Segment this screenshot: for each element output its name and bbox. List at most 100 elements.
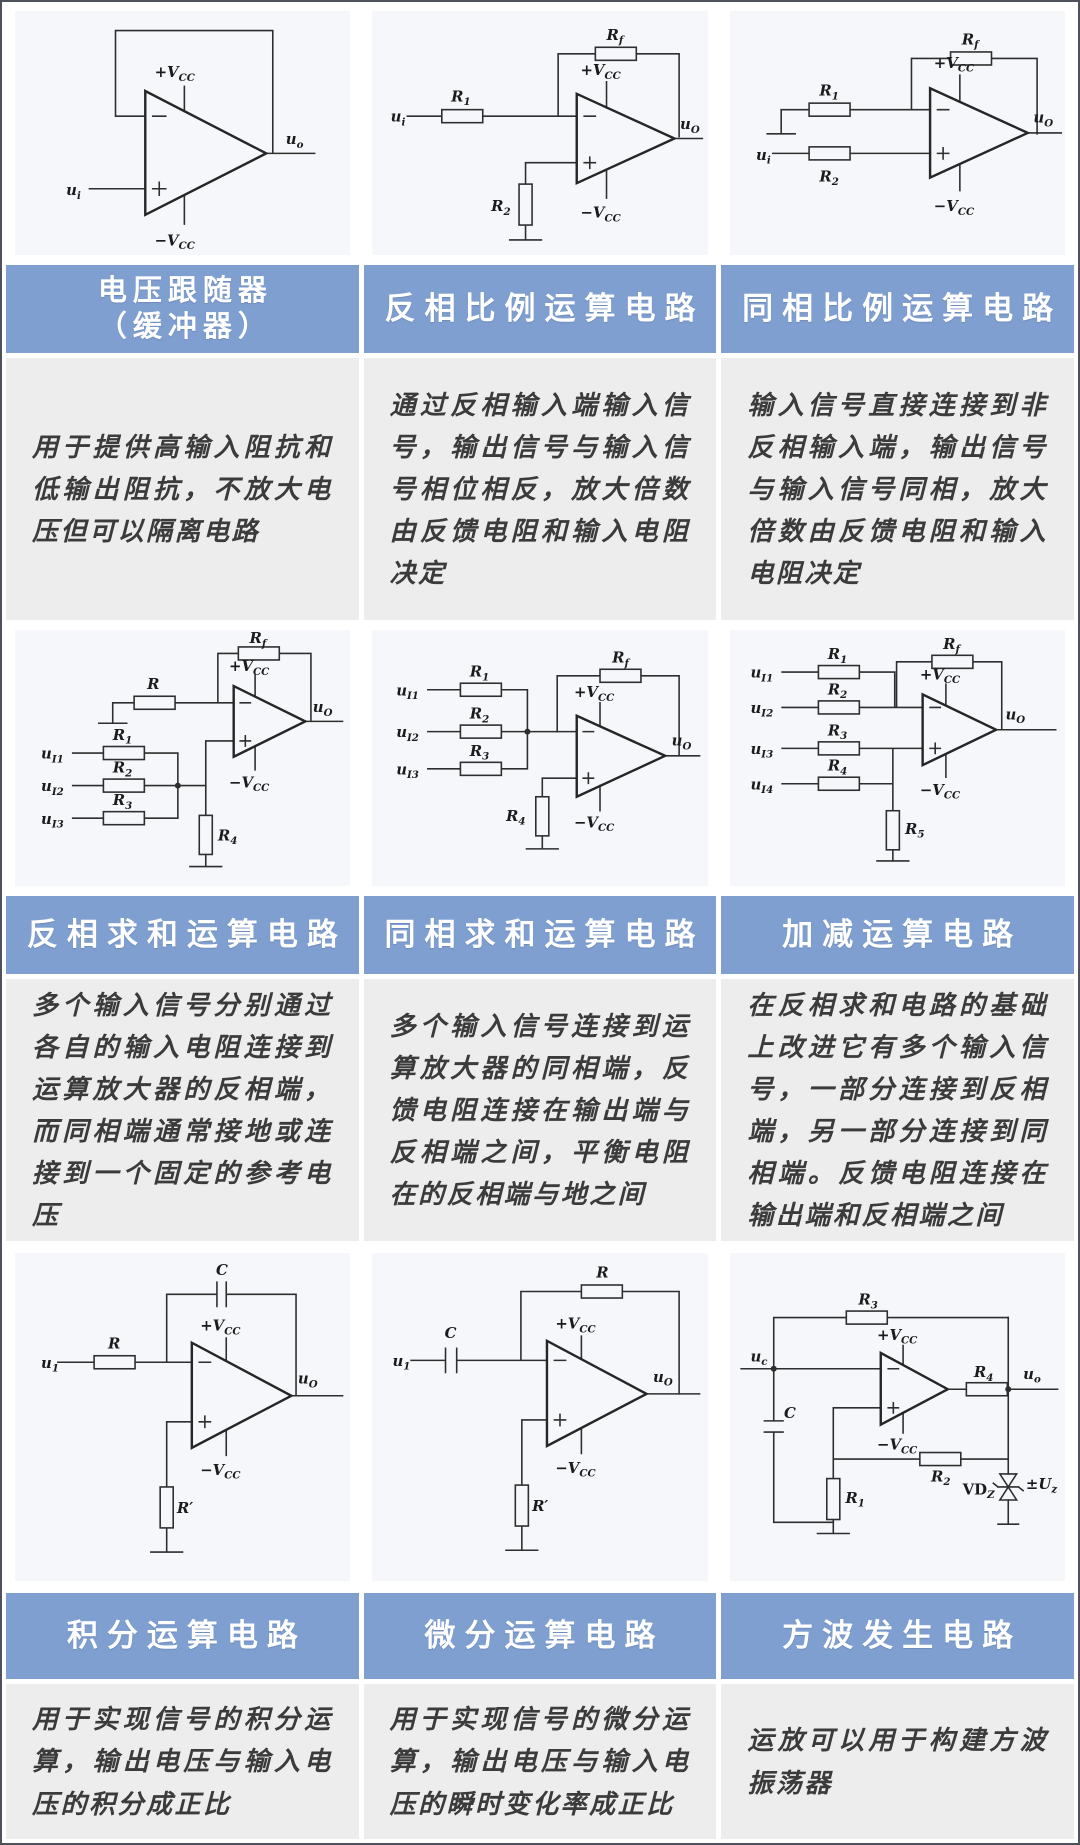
label-r1: R1	[112, 726, 133, 747]
label-ui3: uI3	[41, 810, 64, 831]
label-ui2: uI2	[751, 699, 774, 720]
description-cell-noninverting-summer: 多个输入信号连接到运算放大器的同相端，反馈电阻连接在输出端与反相端之间，平衡电阻…	[363, 979, 717, 1241]
label-r3: R3	[112, 791, 133, 812]
label-ui4: uI4	[751, 776, 774, 797]
label-u1: u1	[393, 1352, 411, 1373]
description-inverting-amp: 通过反相输入端输入信号，输出信号与输入信号相位相反，放大倍数由反馈电阻和输入电阻…	[389, 389, 691, 589]
label-vcc-plus: +VCC	[556, 1315, 597, 1336]
label-rf: Rf	[606, 26, 625, 47]
label-u1: u1	[41, 1354, 59, 1375]
circuit-lines	[71, 646, 344, 868]
description-cell-add-subtract: 在反相求和电路的基础上改进它有多个输入信号，一部分连接到反相端，另一部分连接到同…	[721, 979, 1074, 1241]
description-cell-integrator: 用于实现信号的积分运算，输出电压与输入电压的积分成正比	[6, 1684, 359, 1839]
label-vcc-minus: −VCC	[229, 774, 270, 795]
inverting-summer-diagram: R Rf R1 R2 R3 R4 uI1 uI2 uI3 uO +VCC −VC…	[41, 630, 344, 868]
scan-voltage-follower: ui uo +VCC −VCC	[14, 11, 350, 255]
description-integrator: 用于实现信号的积分运算，输出电压与输入电压的积分成正比	[32, 1704, 333, 1819]
circuit-cell-inverting-summer: R Rf R1 R2 R3 R4 uI1 uI2 uI3 uO +VCC −VC…	[6, 625, 359, 891]
circuit-cell-noninverting-summer: R1 R2 R3 Rf R4 uI1 uI2 uI3 uO +VCC −VCC	[363, 625, 717, 891]
label-uo: uO	[298, 1369, 318, 1390]
description-noninverting-summer: 多个输入信号连接到运算放大器的同相端，反馈电阻连接在输出端与反相端之间，平衡电阻…	[389, 1010, 691, 1210]
label-ui2: uI2	[397, 724, 420, 745]
label-ui1: uI1	[397, 682, 420, 703]
label-ui3: uI3	[397, 761, 420, 782]
label-r4: R4	[217, 827, 237, 848]
header-cell-integrator: 积分运算电路	[6, 1593, 359, 1679]
circuit-lines	[427, 668, 701, 850]
differentiator-diagram: u1 C R R′ uO +VCC −VCC	[393, 1263, 701, 1551]
circuit-lines	[766, 51, 1063, 192]
label-r1: R1	[827, 645, 848, 666]
title-add-subtract: 加减运算电路	[782, 916, 1023, 952]
label-uz: ±Uz	[1026, 1475, 1057, 1496]
label-r2: R2	[818, 167, 839, 188]
description-cell-inverting-amp: 通过反相输入端输入信号，输出信号与输入信号相位相反，放大倍数由反馈电阻和输入电阻…	[363, 358, 717, 620]
label-uo: uo	[286, 130, 304, 151]
scan-integrator: u1 R C R′ uO +VCC −VCC	[14, 1252, 350, 1582]
description-add-subtract: 在反相求和电路的基础上改进它有多个输入信号，一部分连接到反相端，另一部分连接到同…	[747, 989, 1048, 1231]
label-uo: uO	[654, 1368, 674, 1389]
header-cell-voltage-follower: 电压跟随器 （缓冲器）	[6, 265, 359, 353]
label-ui: ui	[756, 146, 771, 167]
label-ui: ui	[391, 108, 406, 129]
label-c: C	[445, 1324, 457, 1342]
label-r: R	[107, 1334, 120, 1352]
title-differentiator: 微分运算电路	[424, 1617, 665, 1653]
label-vcc-plus: +VCC	[920, 666, 961, 687]
label-r: R	[596, 1263, 609, 1281]
scan-square-wave: R3 uc C R4 uo R2 R1 VDZ ±Uz +VCC −VCC	[730, 1252, 1066, 1582]
label-r2: R2	[112, 759, 133, 780]
voltage-follower-diagram: ui uo +VCC −VCC	[66, 29, 316, 253]
label-ui1: uI1	[751, 664, 774, 685]
circuit-lines	[740, 1310, 1059, 1535]
label-c: C	[784, 1404, 796, 1422]
description-differentiator: 用于实现信号的微分运算，输出电压与输入电压的瞬时变化率成正比	[389, 1704, 691, 1819]
noninverting-amp-diagram: R1 Rf ui R2 uO +VCC −VCC	[756, 31, 1063, 218]
header-cell-add-subtract: 加减运算电路	[721, 896, 1074, 974]
label-uo: uO	[1034, 109, 1054, 130]
circuit-cell-inverting-amp: ui R1 Rf R2 uO +VCC −VCC	[363, 6, 717, 260]
label-vcc-minus: −VCC	[556, 1459, 597, 1480]
label-vcc-minus: −VCC	[200, 1461, 241, 1482]
label-c: C	[216, 1261, 228, 1279]
label-rf: Rf	[961, 31, 980, 52]
integrator-diagram: u1 R C R′ uO +VCC −VCC	[41, 1261, 344, 1553]
label-r4: R4	[973, 1363, 994, 1384]
label-uo: uO	[313, 698, 333, 719]
noninverting-summer-diagram: R1 R2 R3 Rf R4 uI1 uI2 uI3 uO +VCC −VCC	[397, 649, 701, 850]
label-rf: Rf	[248, 630, 267, 650]
label-r: R	[146, 675, 159, 693]
label-r3: R3	[858, 1290, 879, 1311]
scan-noninverting-amp: R1 Rf ui R2 uO +VCC −VCC	[730, 11, 1066, 255]
circuit-lines	[410, 1284, 701, 1551]
label-vcc-minus: −VCC	[920, 781, 961, 802]
description-noninverting-amp: 输入信号直接连接到非反相输入端，输出信号与输入信号同相，放大倍数由反馈电阻和输入…	[747, 389, 1048, 589]
description-inverting-summer: 多个输入信号分别通过各自的输入电阻连接到运算放大器的反相端，而同相端通常接地或连…	[32, 989, 333, 1231]
label-vcc-plus: +VCC	[877, 1326, 918, 1347]
header-cell-noninverting-summer: 同相求和运算电路	[363, 896, 717, 974]
title-integrator: 积分运算电路	[66, 1617, 307, 1653]
description-voltage-follower: 用于提供高输入阻抗和低输出阻抗，不放大电压但可以隔离电路	[32, 431, 333, 547]
label-r1: R1	[845, 1489, 866, 1510]
label-r4: R4	[505, 807, 526, 828]
circuit-cell-square-wave: R3 uc C R4 uo R2 R1 VDZ ±Uz +VCC −VCC	[721, 1246, 1074, 1588]
label-r3: R3	[469, 742, 490, 763]
description-cell-voltage-follower: 用于提供高输入阻抗和低输出阻抗，不放大电压但可以隔离电路	[6, 358, 359, 620]
circuit-cell-differentiator: u1 C R R′ uO +VCC −VCC	[363, 1246, 717, 1588]
label-r1: R1	[469, 663, 490, 684]
circuit-lines	[88, 29, 316, 225]
scan-inverting-summer: R Rf R1 R2 R3 R4 uI1 uI2 uI3 uO +VCC −VC…	[14, 630, 350, 886]
label-r2: R2	[469, 705, 489, 726]
zener-diode-icon	[992, 1472, 1025, 1525]
label-uo: uo	[1023, 1365, 1041, 1386]
title-voltage-follower: 电压跟随器	[97, 274, 273, 307]
label-r2: R2	[827, 681, 848, 702]
label-vcc-minus: −VCC	[154, 232, 195, 253]
label-r2: R2	[930, 1467, 951, 1488]
label-r4: R4	[827, 757, 848, 778]
header-cell-differentiator: 微分运算电路	[363, 1593, 717, 1679]
label-vcc-plus: +VCC	[934, 54, 975, 75]
label-uo: uO	[681, 115, 701, 136]
label-ui1: uI1	[41, 745, 64, 766]
scan-noninverting-summer: R1 R2 R3 Rf R4 uI1 uI2 uI3 uO +VCC −VCC	[372, 630, 708, 886]
